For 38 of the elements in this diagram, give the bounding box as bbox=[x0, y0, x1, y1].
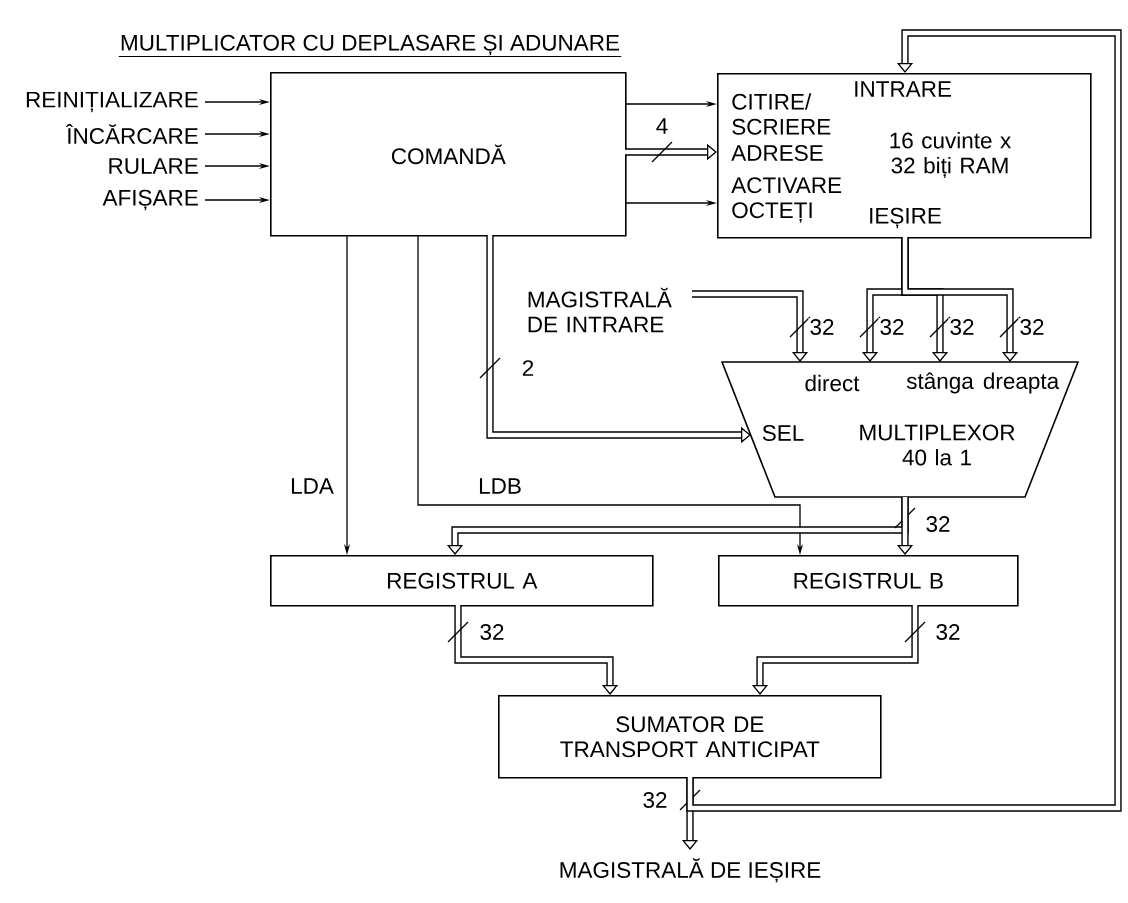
edge-label: 32 bbox=[808, 318, 836, 336]
adder-box: SUMATOR DE TRANSPORT ANTICIPAT bbox=[498, 695, 882, 779]
bus-arrow bbox=[686, 29, 1122, 812]
port-label: CITIRE/ SCRIERE bbox=[732, 93, 831, 135]
bus-arrow bbox=[901, 237, 1019, 362]
multiplexer-label: MULTIPLEXOR 40 la 1 bbox=[860, 424, 1015, 466]
port-label: IEȘIRE bbox=[870, 207, 941, 229]
edge-label: 32 bbox=[478, 623, 506, 641]
port-label: ADRESE bbox=[731, 145, 823, 161]
bus-label: MAGISTRALĂ DE INTRARE bbox=[528, 287, 672, 333]
port-label: ACTIVARE OCTEȚI bbox=[731, 177, 842, 223]
edge-label: 32 bbox=[924, 515, 952, 533]
edge-label: 32 bbox=[934, 623, 962, 641]
signal-label: AFIȘARE bbox=[102, 189, 198, 211]
register-box: REGISTRUL B bbox=[718, 555, 1019, 607]
input-label: stânga bbox=[906, 372, 974, 394]
edge-label: 32 bbox=[878, 318, 906, 336]
bus-label: MAGISTRALĂ DE IEȘIRE bbox=[560, 858, 821, 883]
edge-label: LDB bbox=[477, 477, 523, 495]
edge-label: LDA bbox=[289, 477, 335, 495]
memory-label: 16 cuvinte x 32 biți RAM bbox=[890, 131, 1011, 179]
edge-label: 32 bbox=[948, 318, 976, 336]
input-label: direct bbox=[805, 374, 860, 392]
signal-label: ÎNCĂRCARE bbox=[65, 124, 198, 144]
port-label: INTRARE bbox=[855, 81, 951, 97]
signal-label: REINIȚIALIZARE bbox=[26, 91, 198, 113]
input-label: dreapta bbox=[983, 372, 1060, 394]
control-box: COMANDĂ bbox=[270, 72, 627, 237]
edge-label: 2 bbox=[520, 359, 536, 377]
signal-label: RULARE bbox=[109, 158, 198, 174]
bus-arrow bbox=[692, 290, 809, 362]
edge-label: 32 bbox=[1018, 318, 1046, 336]
select-label: SEL bbox=[762, 425, 804, 441]
edge-label: 4 bbox=[654, 117, 670, 135]
edge-label: 32 bbox=[641, 791, 669, 809]
register-box: REGISTRUL A bbox=[270, 555, 654, 607]
bus-arrow bbox=[454, 605, 619, 695]
diagram-title: MULTIPLICATOR CU DEPLASARE ȘI ADUNARE bbox=[118, 34, 622, 57]
